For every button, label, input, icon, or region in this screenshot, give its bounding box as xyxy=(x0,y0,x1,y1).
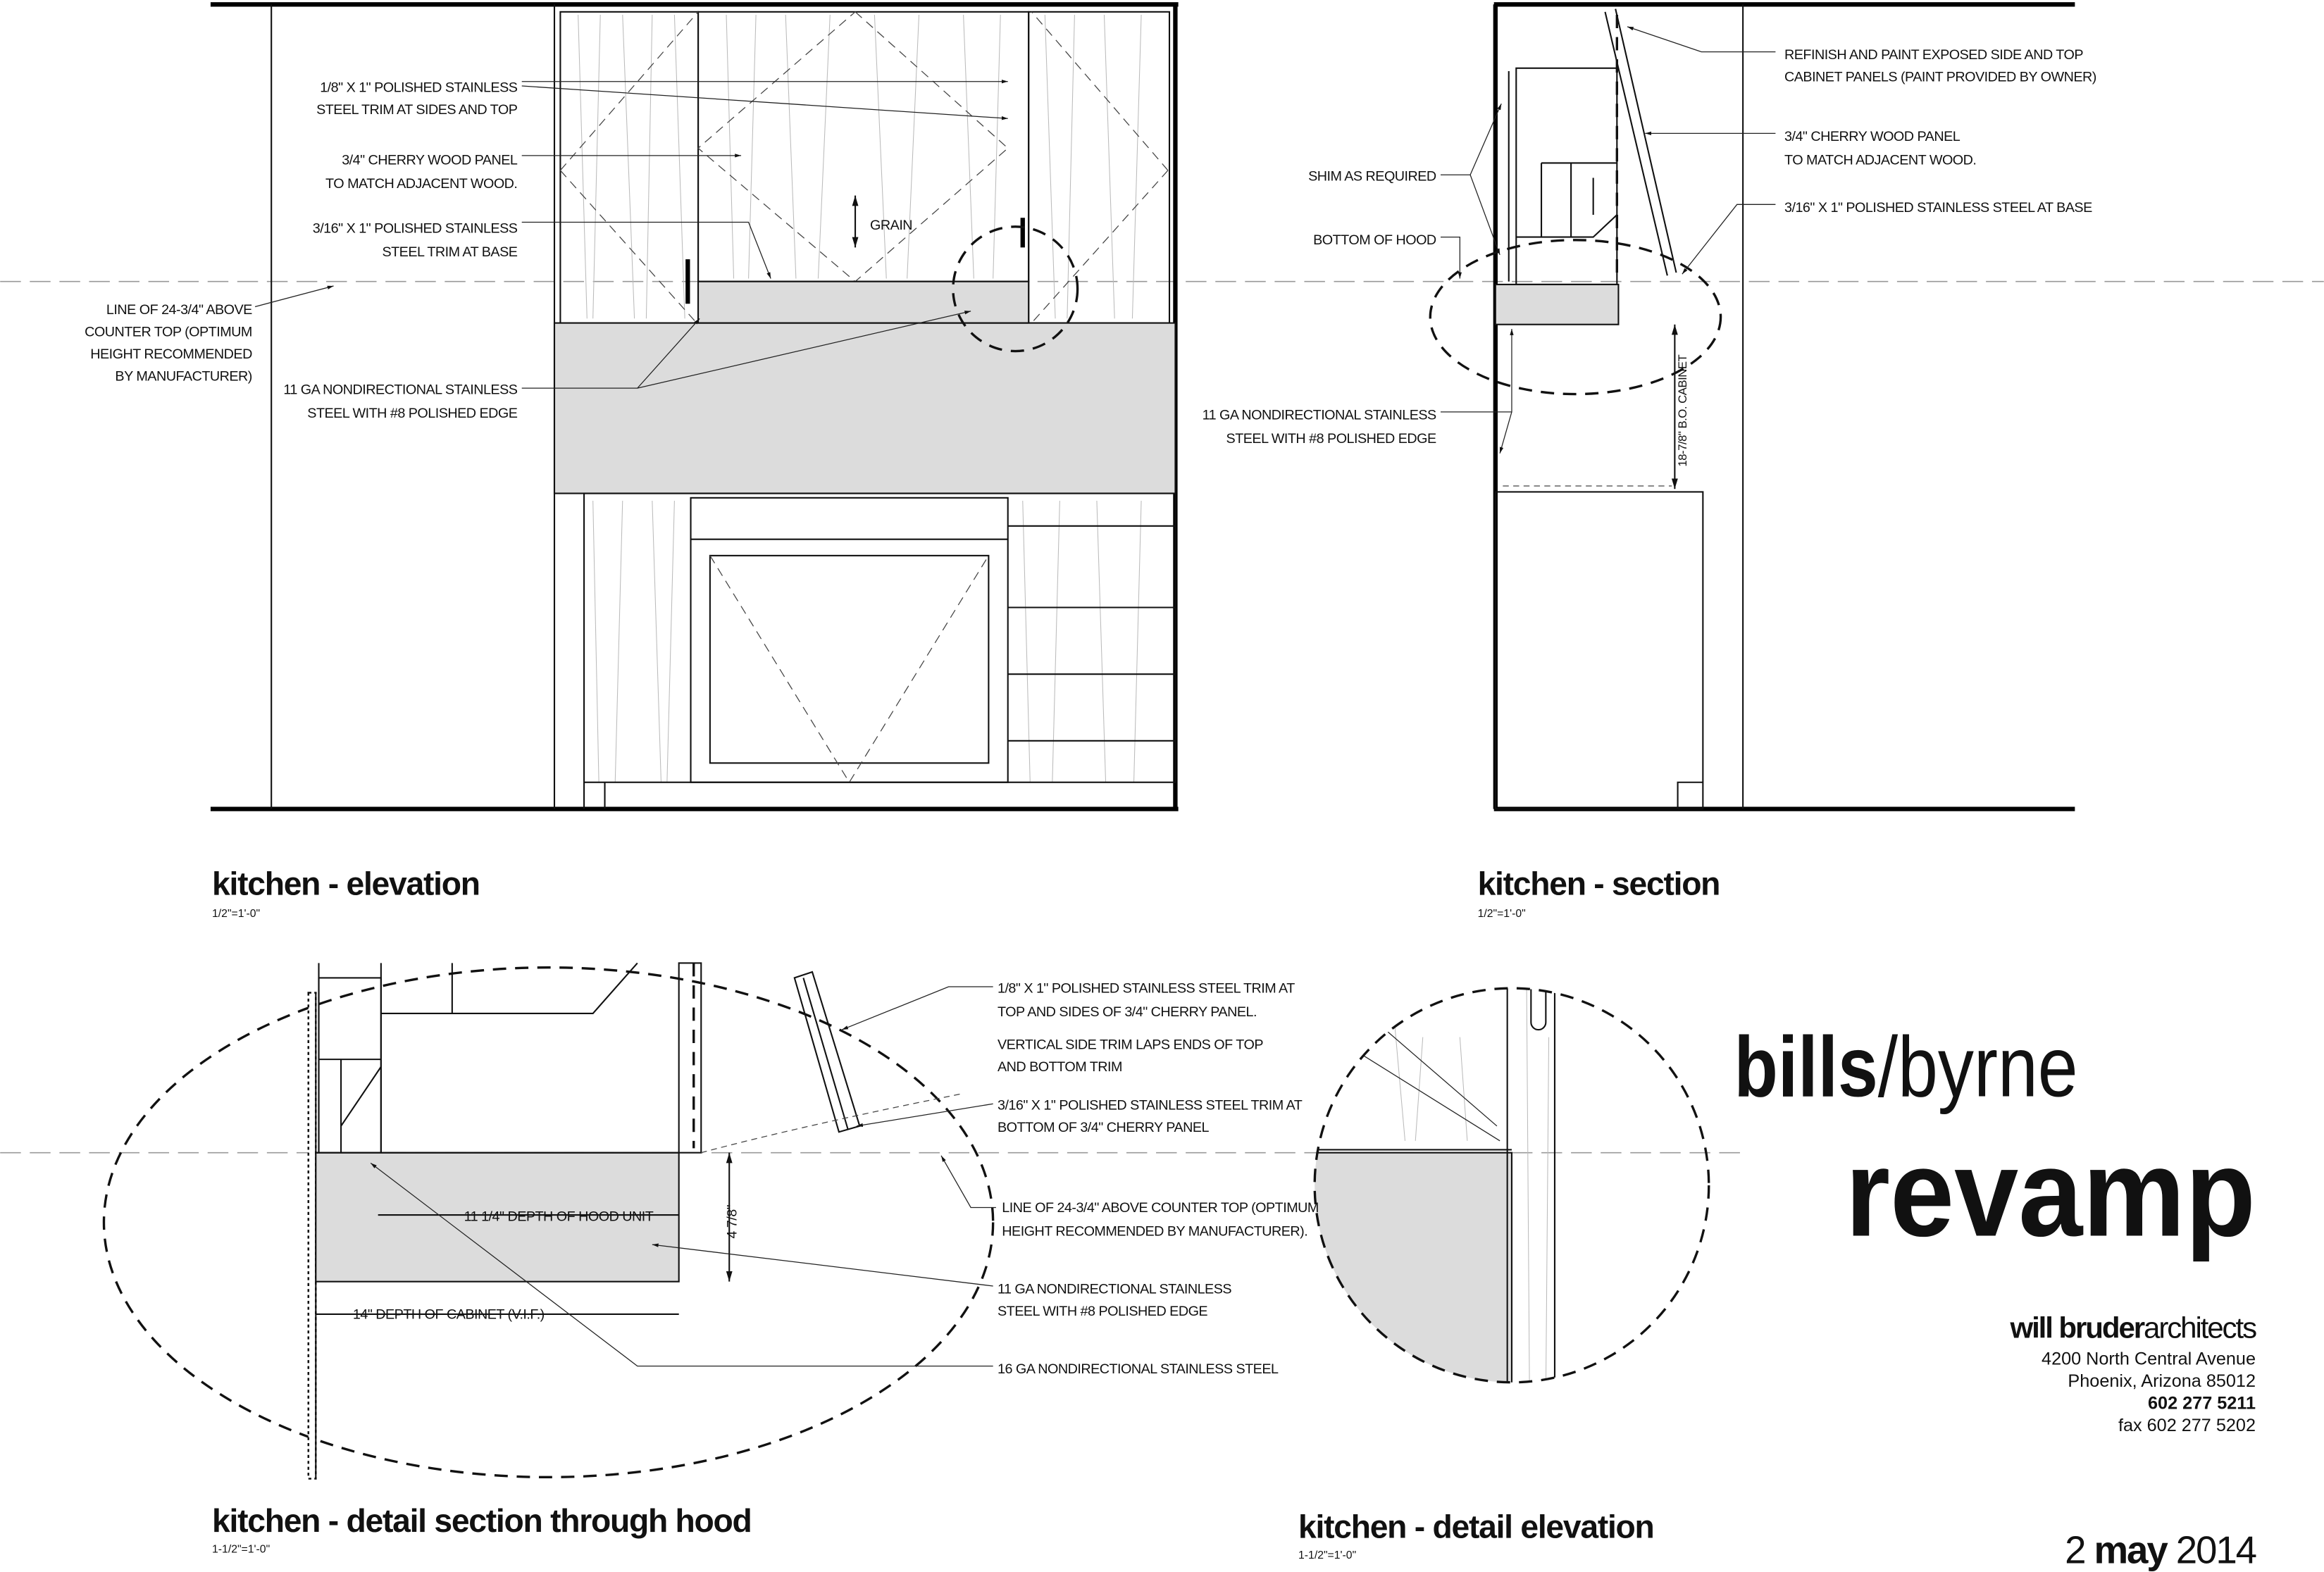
note-text: VERTICAL SIDE TRIM LAPS ENDS OF TOP xyxy=(998,1037,1263,1052)
kitchen-section-drawing xyxy=(1429,2,2075,811)
note-text: STEEL WITH #8 POLISHED EDGE xyxy=(998,1304,1207,1319)
date-month: may xyxy=(2094,1528,2169,1571)
note-text: AND BOTTOM TRIM xyxy=(998,1059,1122,1075)
kitchen-detail-elevation-drawing xyxy=(1313,987,1710,1384)
note-text: STEEL TRIM AT SIDES AND TOP xyxy=(316,102,518,118)
project-name-light: /byrne xyxy=(1878,1019,2078,1115)
note-text: SHIM AS REQUIRED xyxy=(1308,169,1436,185)
note-text: COUNTER TOP (OPTIMUM xyxy=(85,325,252,340)
note-text: BOTTOM OF HOOD xyxy=(1313,232,1436,248)
note-text: 3/16" X 1" POLISHED STAINLESS STEEL AT B… xyxy=(1784,200,2092,216)
note-text: STEEL WITH #8 POLISHED EDGE xyxy=(307,406,517,421)
drawing-title: kitchen - detail section through hood xyxy=(212,1502,752,1539)
address-line2: Phoenix, Arizona 85012 xyxy=(2068,1371,2256,1391)
phone-number: 602 277 5211 xyxy=(2148,1394,2256,1414)
note-text: BY MANUFACTURER) xyxy=(115,369,251,385)
dimension-label: 14" DEPTH OF CABINET (V.I.F.) xyxy=(353,1306,545,1322)
drawing-title: kitchen - elevation xyxy=(212,866,480,902)
drawing-title: kitchen - section xyxy=(1478,866,1720,902)
date-year: 2014 xyxy=(2176,1528,2256,1571)
note-text: 11 GA NONDIRECTIONAL STAINLESS xyxy=(283,382,517,398)
firm-name-bold: will bruder xyxy=(2009,1311,2144,1345)
note-text: TO MATCH ADJACENT WOOD. xyxy=(1784,153,1976,168)
note-text: 3/16" X 1" POLISHED STAINLESS STEEL TRIM… xyxy=(998,1098,1303,1114)
note-text: HEIGHT RECOMMENDED xyxy=(90,347,252,362)
note-text: LINE OF 24-3/4" ABOVE xyxy=(106,302,252,318)
note-text: BOTTOM OF 3/4" CHERRY PANEL xyxy=(998,1120,1210,1135)
firm-name: will bruderarchitects xyxy=(2009,1311,2256,1345)
note-text: 3/4" CHERRY WOOD PANEL xyxy=(1784,129,1961,144)
drawing-title: kitchen - detail elevation xyxy=(1298,1509,1654,1545)
project-name-line2: revamp xyxy=(1845,1123,2256,1262)
title-block: bills/byrne revamp will bruderarchitects… xyxy=(1734,1019,2258,1572)
address-line1: 4200 North Central Avenue xyxy=(2042,1349,2256,1368)
note-text: 11 GA NONDIRECTIONAL STAINLESS xyxy=(998,1282,1231,1297)
note-text: CABINET PANELS (PAINT PROVIDED BY OWNER) xyxy=(1784,70,2096,85)
note-text: 16 GA NONDIRECTIONAL STAINLESS STEEL xyxy=(998,1361,1279,1377)
note-text: HEIGHT RECOMMENDED BY MANUFACTURER). xyxy=(1002,1223,1307,1239)
note-text: 3/16" X 1" POLISHED STAINLESS xyxy=(313,220,518,236)
dimension-label: 18-7/8" B.O. CABINET xyxy=(1676,354,1689,466)
note-text: 1/8" X 1" POLISHED STAINLESS STEEL TRIM … xyxy=(998,980,1295,996)
kitchen-elevation-drawing xyxy=(210,2,1179,811)
dimension-label: 4 7/8" xyxy=(725,1204,740,1238)
fax-number: fax 602 277 5202 xyxy=(2118,1416,2256,1435)
note-text: STEEL WITH #8 POLISHED EDGE xyxy=(1226,431,1436,447)
grain-label: GRAIN xyxy=(870,218,912,233)
dimension-label: 11 1/4" DEPTH OF HOOD UNIT xyxy=(464,1209,654,1224)
sheet-date: 2 may 2014 xyxy=(2065,1528,2256,1571)
note-text: 11 GA NONDIRECTIONAL STAINLESS xyxy=(1203,407,1436,423)
note-text: 3/4" CHERRY WOOD PANEL xyxy=(342,153,518,168)
drawing-scale: 1/2"=1'-0" xyxy=(1478,908,1526,920)
note-text: TO MATCH ADJACENT WOOD. xyxy=(325,176,517,192)
project-name-bold: bills xyxy=(1734,1019,1878,1115)
project-name-line1: bills/byrne xyxy=(1734,1019,2078,1115)
date-day: 2 xyxy=(2065,1528,2084,1571)
drawing-scale: 1-1/2"=1'-0" xyxy=(1298,1549,1356,1561)
drawing-scale: 1-1/2"=1'-0" xyxy=(212,1544,270,1556)
drawing-scale: 1/2"=1'-0" xyxy=(212,908,260,920)
firm-name-light: architects xyxy=(2144,1311,2256,1345)
kitchen-detail-section-drawing xyxy=(102,962,996,1480)
note-text: LINE OF 24-3/4" ABOVE COUNTER TOP (OPTIM… xyxy=(1002,1200,1319,1216)
note-text: TOP AND SIDES OF 3/4" CHERRY PANEL. xyxy=(998,1004,1257,1020)
note-text: STEEL TRIM AT BASE xyxy=(382,244,517,260)
note-text: 1/8" X 1" POLISHED STAINLESS xyxy=(320,80,518,95)
note-text: REFINISH AND PAINT EXPOSED SIDE AND TOP xyxy=(1784,47,2083,63)
